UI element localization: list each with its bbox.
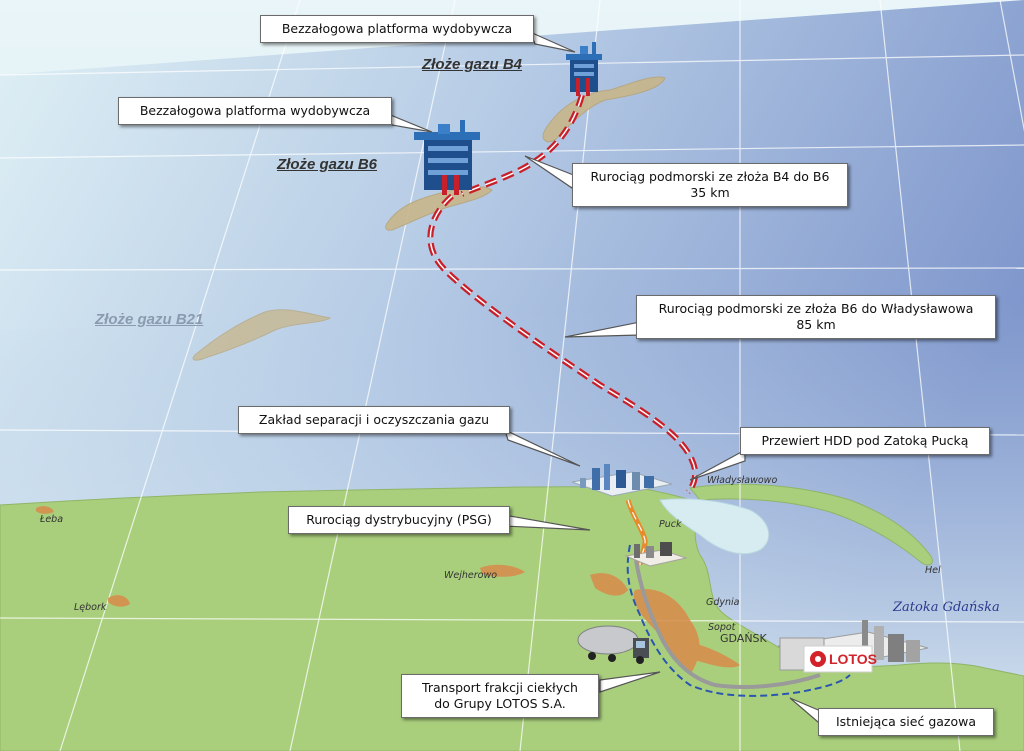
town-puck: Puck (659, 519, 682, 530)
callout-hdd-crossing: Przewiert HDD pod Zatoką Pucką (740, 427, 990, 455)
callout-liquid-transport: Transport frakcji ciekłych do Grupy LOTO… (401, 674, 599, 718)
callout-existing-network: Istniejąca sieć gazowa (818, 708, 994, 736)
callout-pipeline-b6-wladyslawowo: Rurociąg podmorski ze złoża B6 do Władys… (636, 295, 996, 339)
town-gdansk: GDAŃSK (720, 632, 767, 645)
callout-liquid-transport-line2: do Grupy LOTOS S.A. (434, 696, 566, 711)
town-lebork: Lębork (74, 602, 107, 613)
existing-network-line (626, 544, 851, 697)
gas-field-b6-shape (385, 186, 493, 231)
bay-zatoka-gdanska: Zatoka Gdańska (893, 600, 1000, 615)
callout-pipeline-b4-b6-line1: Rurociąg podmorski ze złoża B4 do B6 (590, 169, 830, 184)
callout-liquid-transport-line1: Transport frakcji ciekłych (422, 680, 578, 695)
hel-peninsula (689, 483, 933, 566)
puck-station-icon (624, 542, 688, 567)
platform-b6-icon (414, 120, 480, 195)
callout-platform-b4: Bezzałogowa platforma wydobywcza (260, 15, 534, 43)
callout-pipeline-b6-wladyslawowo-line2: 85 km (796, 317, 836, 332)
town-wejherowo: Wejherowo (444, 570, 498, 581)
gas-field-b6-label: Złoże gazu B6 (277, 156, 378, 173)
gas-field-b21-shape (192, 309, 332, 361)
callout-distribution-pipeline: Rurociąg dystrybucyjny (PSG) (288, 506, 510, 534)
separation-plant-icon (571, 464, 673, 497)
lotos-logo-text: LOTOS (829, 651, 877, 667)
gas-field-b4-label: Złoże gazu B4 (422, 56, 523, 73)
callout-pipeline-b6-wladyslawowo-line1: Rurociąg podmorski ze złoża B6 do Władys… (658, 301, 974, 316)
tanker-truck-icon (577, 625, 649, 664)
town-wladyslawowo: Władysławowo (707, 475, 778, 486)
lotos-logo: LOTOS (803, 645, 877, 673)
town-sopot: Sopot (708, 622, 736, 633)
puck-bay (659, 498, 770, 555)
platform-b4-icon (566, 42, 602, 96)
callout-platform-b6: Bezzałogowa platforma wydobywcza (118, 97, 392, 125)
callout-pipeline-b4-b6-line2: 35 km (690, 185, 730, 200)
town-gdynia: Gdynia (706, 597, 740, 608)
town-hel: Hel (925, 565, 941, 576)
callout-separation-plant: Zakład separacji i oczyszczania gazu (238, 406, 510, 434)
gas-field-b21-label: Złoże gazu B21 (95, 311, 204, 328)
callout-pipeline-b4-b6: Rurociąg podmorski ze złoża B4 do B6 35 … (572, 163, 848, 207)
transport-road (634, 559, 821, 689)
gas-field-b4-shape (542, 76, 666, 143)
town-leba: Łeba (40, 514, 64, 525)
